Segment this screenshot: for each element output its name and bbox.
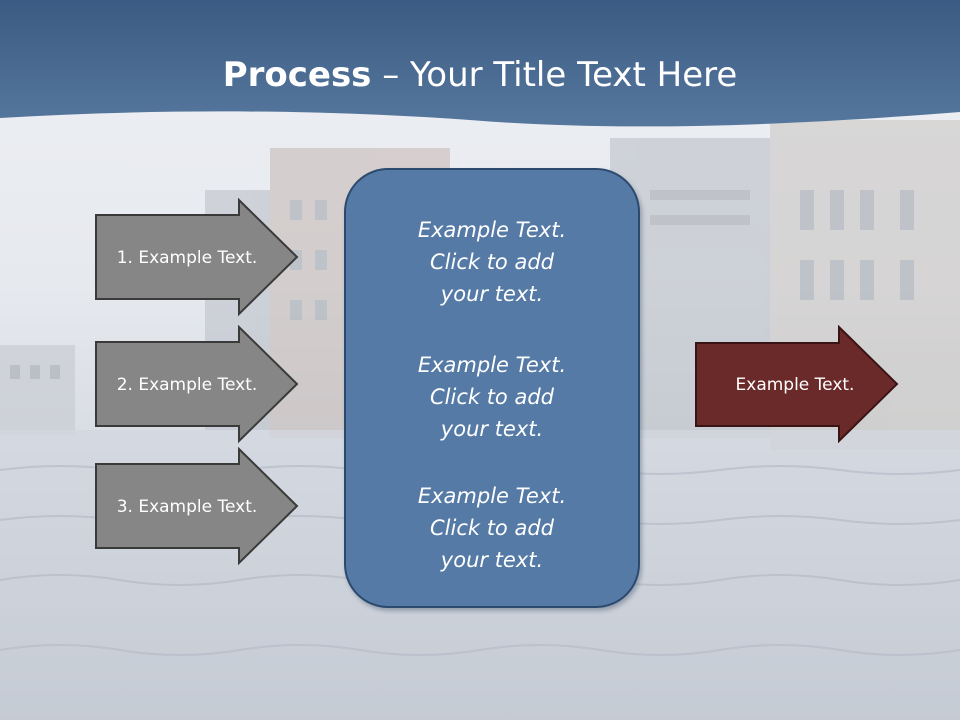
arrow-shape xyxy=(95,325,299,444)
output-arrow-label: Example Text. xyxy=(735,375,855,395)
input-arrow-label: 1. Example Text. xyxy=(116,248,258,268)
process-text-1[interactable]: Example Text. Click to add your text. xyxy=(417,218,567,306)
input-arrow-3[interactable]: 3. Example Text. xyxy=(94,447,304,567)
input-arrow-1[interactable]: 1. Example Text. xyxy=(94,198,304,318)
arrow-shape xyxy=(695,325,899,444)
arrow-shape xyxy=(95,447,299,566)
output-arrow[interactable]: Example Text. xyxy=(694,325,904,445)
process-box[interactable]: Example Text. Click to add your text. Ex… xyxy=(344,168,640,608)
process-text-3[interactable]: Example Text. Click to add your text. xyxy=(417,484,567,572)
slide-title: Process – Your Title Text Here xyxy=(0,54,960,96)
title-rest: – Your Title Text Here xyxy=(371,55,738,95)
input-arrow-2[interactable]: 2. Example Text. xyxy=(94,325,304,445)
title-bold: Process xyxy=(222,55,372,95)
header-band xyxy=(0,0,960,127)
process-text-2[interactable]: Example Text. Click to add your text. xyxy=(417,353,567,441)
arrow-shape xyxy=(95,198,299,317)
input-arrow-label: 2. Example Text. xyxy=(116,375,258,395)
input-arrow-label: 3. Example Text. xyxy=(116,497,258,517)
